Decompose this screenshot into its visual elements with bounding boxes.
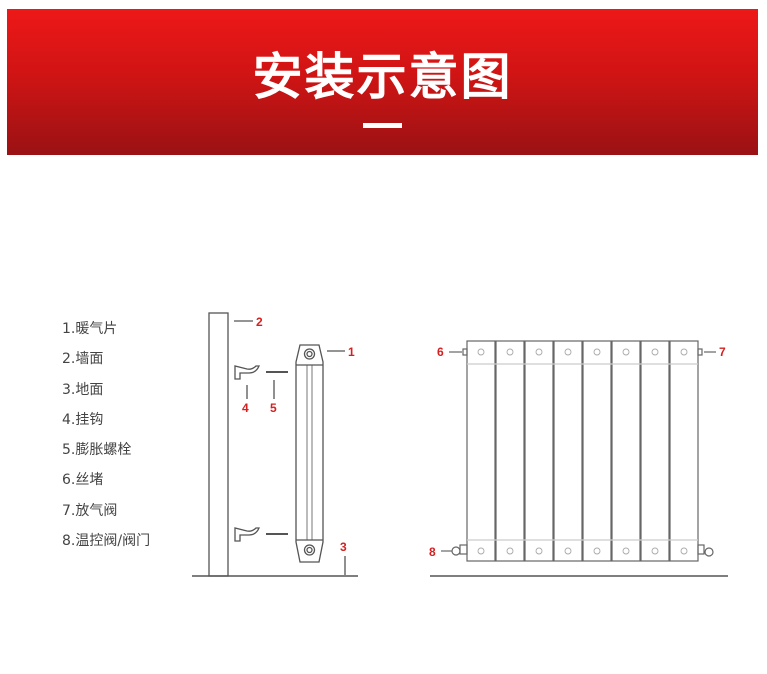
side-view: [192, 312, 358, 577]
radiator-columns: [466, 340, 699, 562]
legend-item-radiator: 1.暖气片: [62, 321, 118, 337]
side-view-callouts: 2 1 4 5 3: [242, 315, 355, 554]
callout-4: 4: [242, 401, 249, 415]
legend-item-air-valve: 7.放气阀: [62, 502, 118, 519]
wall-shape: [208, 312, 229, 577]
title-underline: [363, 123, 402, 128]
legend-item-floor: 3.地面: [62, 381, 104, 398]
radiator-side-icon: [295, 344, 324, 563]
air-valve-icon: [697, 348, 703, 356]
callout-1: 1: [348, 345, 355, 359]
legend-item-hook: 4.挂钩: [62, 411, 104, 428]
hook-icon-top: [234, 365, 260, 380]
legend-item-bolt: 5.膨胀螺栓: [62, 442, 132, 459]
front-view-callouts: 6 7 8: [429, 345, 726, 559]
knot-ornaments: [477, 348, 688, 555]
callout-6: 6: [437, 345, 444, 359]
header-banner: 安装示意图: [7, 9, 758, 155]
hook-icon-bottom: [234, 527, 260, 542]
legend-item-wall: 2.墙面: [62, 351, 104, 368]
front-view: [430, 340, 728, 577]
callout-5: 5: [270, 401, 277, 415]
legend-item-control-valve: 8.温控阀/阀门: [62, 533, 151, 550]
callout-7: 7: [719, 345, 726, 359]
outlet-valve-icon: [697, 544, 714, 557]
callout-2: 2: [256, 315, 263, 329]
callout-8: 8: [429, 545, 436, 559]
legend-item-plug: 6.丝堵: [62, 472, 104, 489]
control-valve-icon: [451, 544, 468, 556]
callout-3: 3: [340, 540, 347, 554]
parts-legend: 1.暖气片 2.墙面 3.地面 4.挂钩 5.膨胀螺栓 6.丝堵 7.放气阀 8…: [62, 318, 150, 560]
page-title: 安装示意图: [252, 48, 513, 106]
plug-icon: [462, 348, 468, 356]
